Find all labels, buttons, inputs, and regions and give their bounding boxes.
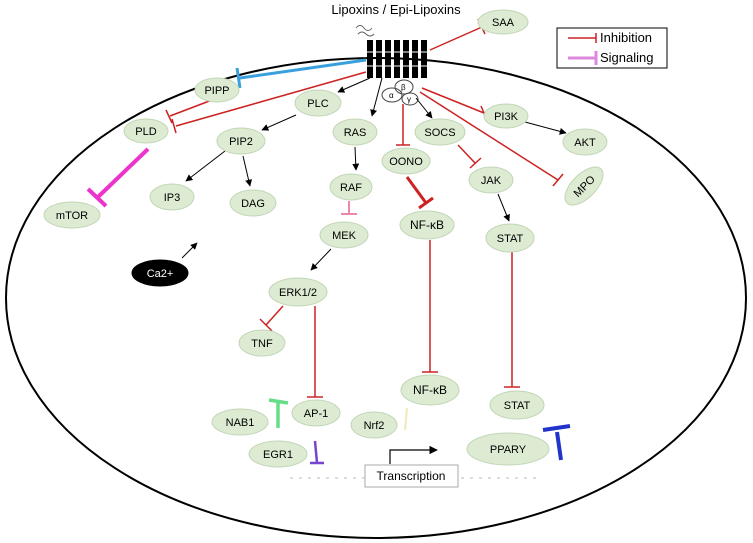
node-nrf2[interactable] bbox=[350, 411, 398, 439]
node-nfkb-bottom[interactable] bbox=[400, 374, 460, 406]
node-stat-bottom[interactable] bbox=[489, 390, 545, 420]
node-egr1[interactable] bbox=[248, 440, 308, 468]
node-tnf[interactable] bbox=[238, 329, 286, 357]
node-pipp-label: PIPP bbox=[204, 85, 229, 97]
node-akt-label: AKT bbox=[574, 137, 596, 149]
node-raf[interactable] bbox=[329, 173, 373, 201]
g-alpha-label: α bbox=[389, 91, 394, 100]
node-ppary[interactable] bbox=[466, 432, 550, 466]
g-beta-label: β bbox=[401, 83, 406, 92]
transcription-label: Transcription bbox=[377, 469, 446, 483]
node-ca2-label: Ca2+ bbox=[147, 268, 174, 280]
node-nfkb-top[interactable] bbox=[399, 210, 455, 240]
node-oono[interactable] bbox=[381, 147, 431, 175]
legend-signaling: Signaling bbox=[600, 50, 654, 65]
node-egr1-label: EGR1 bbox=[263, 449, 293, 461]
title: Lipoxins / Epi-Lipoxins bbox=[331, 2, 461, 17]
node-pi3k[interactable] bbox=[483, 103, 529, 129]
node-mtor-label: mTOR bbox=[56, 210, 88, 222]
node-erk-label: ERK1/2 bbox=[279, 287, 317, 299]
node-akt[interactable] bbox=[562, 128, 608, 156]
node-oono-label: OONO bbox=[389, 156, 423, 168]
node-plc-label: PLC bbox=[307, 98, 328, 110]
node-ras[interactable] bbox=[332, 118, 378, 146]
node-mek[interactable] bbox=[319, 221, 369, 249]
node-ip3-label: IP3 bbox=[164, 192, 181, 204]
node-pipp[interactable] bbox=[194, 77, 240, 103]
node-pip2-label: PIP2 bbox=[229, 136, 253, 148]
transcription-box bbox=[364, 464, 459, 488]
g-alpha bbox=[381, 87, 403, 103]
node-dag[interactable] bbox=[229, 189, 277, 217]
node-socs[interactable] bbox=[414, 118, 466, 146]
node-ip3[interactable] bbox=[149, 183, 195, 211]
node-pip2[interactable] bbox=[216, 127, 266, 155]
node-raf-label: RAF bbox=[340, 182, 362, 194]
node-ca2[interactable] bbox=[131, 259, 189, 287]
node-stat-top-label: STAT bbox=[497, 233, 524, 245]
node-nab1[interactable] bbox=[211, 408, 269, 436]
node-erk[interactable] bbox=[268, 277, 328, 307]
node-saa-label: SAA bbox=[492, 17, 515, 29]
node-mtor[interactable] bbox=[43, 201, 101, 229]
node-pi3k-label: PI3K bbox=[494, 111, 519, 123]
g-gamma-label: γ bbox=[407, 95, 411, 104]
node-nfkb-bottom-label: NF-κB bbox=[413, 383, 447, 397]
node-nfkb-top-label: NF-κB bbox=[410, 218, 444, 232]
node-pld-label: PLD bbox=[135, 126, 156, 138]
node-ras-label: RAS bbox=[344, 127, 367, 139]
g-beta bbox=[394, 79, 414, 95]
node-ppary-label: PPARY bbox=[490, 444, 527, 456]
node-plc[interactable] bbox=[294, 89, 342, 117]
node-mpo[interactable]: MPO bbox=[559, 161, 610, 212]
node-nrf2-label: Nrf2 bbox=[364, 420, 385, 432]
node-pld[interactable] bbox=[123, 118, 169, 144]
node-mek-label: MEK bbox=[332, 230, 357, 242]
node-nab1-label: NAB1 bbox=[226, 417, 255, 429]
node-stat-top[interactable] bbox=[485, 223, 535, 253]
node-dag-label: DAG bbox=[241, 198, 265, 210]
node-ap1-label: AP-1 bbox=[304, 408, 328, 420]
legend-box bbox=[556, 27, 668, 69]
node-jak-label: JAK bbox=[481, 175, 502, 187]
g-gamma bbox=[401, 92, 419, 106]
node-ap1[interactable] bbox=[291, 399, 341, 427]
node-jak[interactable] bbox=[468, 166, 514, 194]
node-stat-bottom-label: STAT bbox=[504, 400, 531, 412]
node-socs-label: SOCS bbox=[424, 127, 455, 139]
node-saa[interactable] bbox=[477, 9, 529, 35]
receptor bbox=[362, 40, 432, 78]
node-tnf-label: TNF bbox=[251, 338, 273, 350]
legend-inhibition: Inhibition bbox=[600, 30, 652, 45]
ligand-icon bbox=[355, 25, 375, 37]
